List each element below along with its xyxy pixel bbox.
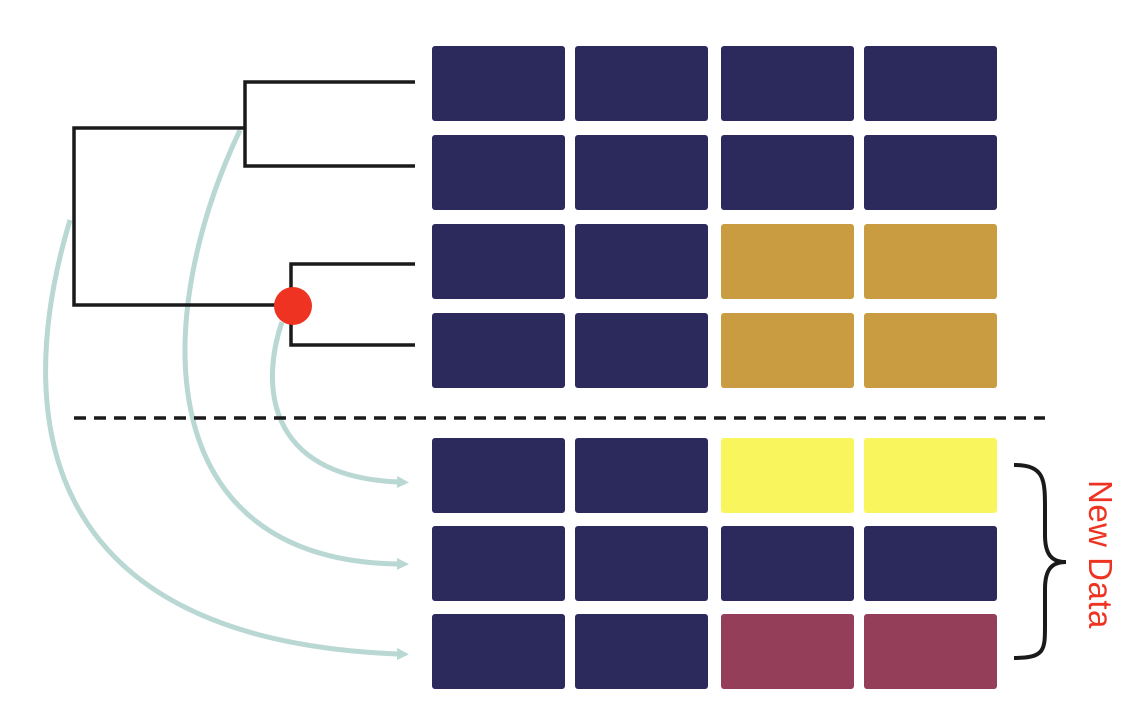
mapping-arrows [43,128,409,660]
tree-root-branch [72,126,291,307]
existing-data-cell-r4-c3 [721,313,854,388]
new-data-cell-r3-c2 [575,614,708,689]
new-data-cell-r2-c1 [432,526,565,601]
existing-data-cell-r2-c2 [575,135,708,210]
new-data-cell-r1-c2 [575,438,708,513]
existing-data-cell-r3-c2 [575,224,708,299]
new-data-cell-r3-c3 [721,614,854,689]
existing-data-cell-r3-c1 [432,224,565,299]
tree-upper-clade [243,80,415,168]
arrow-root-to-new-row-3 [43,219,409,660]
existing-data-cell-r4-c1 [432,313,565,388]
new-data-label: New Data [1082,480,1119,629]
existing-data-cell-r1-c1 [432,46,565,121]
new-data-cell-r3-c1 [432,614,565,689]
new-data-brace [1013,463,1067,660]
existing-data-cell-r4-c2 [575,313,708,388]
existing-data-cell-r4-c4 [864,313,997,388]
new-data-grid [432,438,997,689]
existing-data-cell-r2-c4 [864,135,997,210]
new-data-cell-r3-c4 [864,614,997,689]
new-data-cell-r2-c3 [721,526,854,601]
new-data-cell-r1-c3 [721,438,854,513]
dendrogram [72,80,415,347]
highlighted-node [274,287,312,325]
existing-data-cell-r3-c3 [721,224,854,299]
new-data-cell-r1-c4 [864,438,997,513]
existing-data-cell-r3-c4 [864,224,997,299]
existing-data-grid [432,46,997,388]
new-data-cell-r2-c2 [575,526,708,601]
arrow-node-to-new-row-1 [269,321,409,488]
existing-data-cell-r1-c2 [575,46,708,121]
existing-data-cell-r2-c1 [432,135,565,210]
arrow-node-to-new-row-2 [182,128,409,570]
existing-data-cell-r2-c3 [721,135,854,210]
new-data-cell-r2-c4 [864,526,997,601]
existing-data-cell-r1-c3 [721,46,854,121]
new-data-cell-r1-c1 [432,438,565,513]
existing-data-cell-r1-c4 [864,46,997,121]
